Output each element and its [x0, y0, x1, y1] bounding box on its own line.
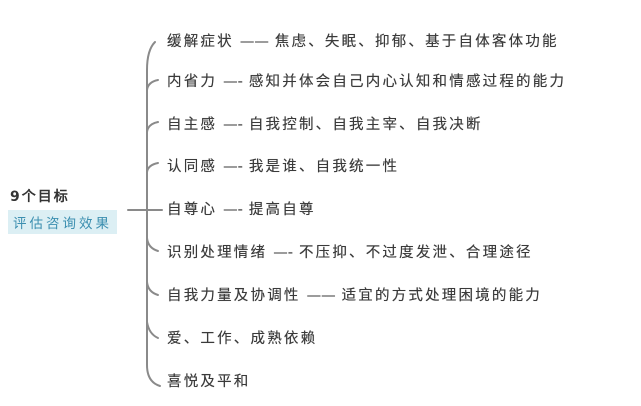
branch-detail: 自我控制、自我主宰、自我决断 — [248, 117, 483, 133]
branch-node-4: 认同感 —- 我是谁、自我统一性 — [167, 155, 399, 176]
branch-node-5: 自尊心 —- 提高自尊 — [167, 198, 316, 219]
branch-dash: —- — [273, 245, 293, 261]
branch-node-3: 自主感 —- 自我控制、自我主宰、自我决断 — [167, 113, 483, 134]
branch-detail: 我是谁、自我统一性 — [248, 159, 400, 175]
branch-label: 缓解症状 — [167, 34, 234, 50]
root-node: 9个目标 评估咨询效果 — [8, 186, 117, 234]
branch-detail: 提高自尊 — [248, 202, 316, 218]
branch-label: 喜悦及平和 — [167, 374, 251, 390]
root-subtitle: 评估咨询效果 — [8, 210, 117, 234]
branch-dash: —— — [239, 34, 269, 50]
branch-dash: —- — [223, 159, 243, 175]
branch-detail: 不压抑、不过度发泄、合理途径 — [298, 245, 533, 261]
branch-node-9: 喜悦及平和 — [167, 370, 251, 391]
branch-dash: —- — [223, 74, 243, 90]
branch-label: 自尊心 — [167, 202, 218, 218]
branch-node-2: 内省力 —- 感知并体会自己内心认知和情感过程的能力 — [167, 70, 566, 91]
branch-node-1: 缓解症状 —— 焦虑、失眠、抑郁、基于自体客体功能 — [167, 30, 559, 51]
branch-label: 认同感 — [167, 159, 218, 175]
branch-label: 自主感 — [167, 117, 218, 133]
branch-dash: —- — [223, 202, 243, 218]
branch-label: 内省力 — [167, 74, 218, 90]
branch-label: 爱、工作、成熟依赖 — [167, 331, 318, 347]
branch-node-6: 识别处理情绪 —- 不压抑、不过度发泄、合理途径 — [167, 241, 533, 262]
branch-node-7: 自我力量及协调性 —— 适宜的方式处理困境的能力 — [167, 284, 542, 305]
branch-detail: 焦虑、失眠、抑郁、基于自体客体功能 — [274, 34, 559, 50]
branch-label: 自我力量及协调性 — [167, 288, 301, 304]
branch-node-8: 爱、工作、成熟依赖 — [167, 327, 317, 348]
branch-label: 识别处理情绪 — [167, 245, 268, 261]
branch-dash: —- — [223, 117, 243, 133]
root-title: 9个目标 — [10, 189, 70, 205]
branch-detail: 感知并体会自己内心认知和情感过程的能力 — [248, 74, 567, 90]
branch-detail: 适宜的方式处理困境的能力 — [341, 288, 543, 304]
branch-dash: —— — [306, 288, 336, 304]
